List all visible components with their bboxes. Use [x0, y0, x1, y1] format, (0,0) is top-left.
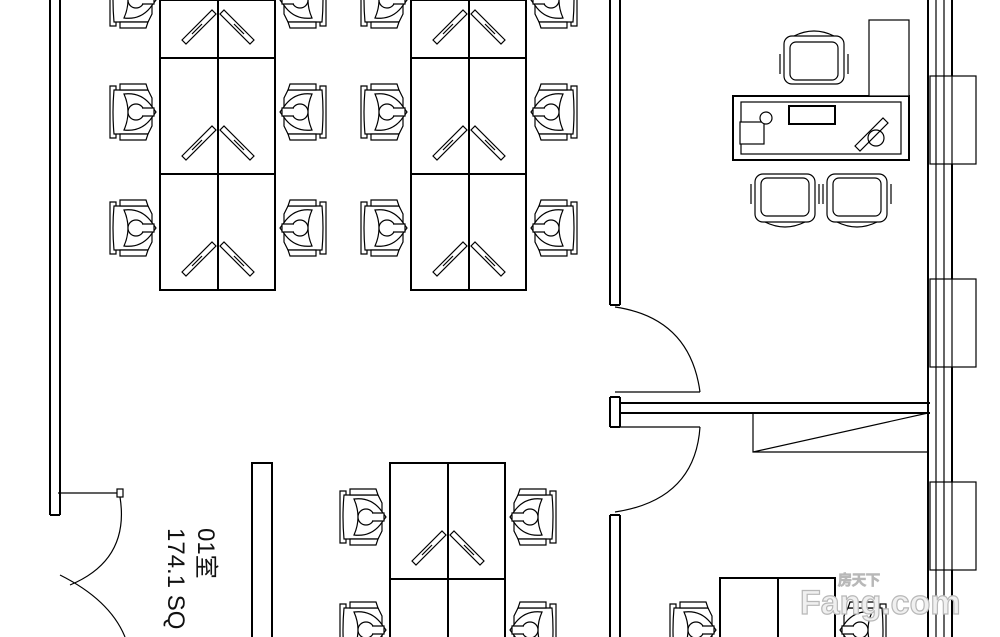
- room-area: 174.1 SQ: [162, 528, 189, 629]
- workstation-cluster-b: [360, 0, 578, 291]
- watermark-brand: Fang.com: [800, 584, 961, 622]
- meeting-door: [614, 426, 701, 513]
- side-cabinet: [868, 19, 910, 97]
- partition-wall-vertical: [609, 0, 621, 637]
- watermark-brand-cn: 房天下: [838, 572, 880, 588]
- room-name: 01室: [192, 528, 219, 579]
- reception-counter: [251, 462, 273, 637]
- manager-desk: [732, 95, 910, 161]
- guest-chairs: [750, 173, 892, 228]
- entrance-door: [58, 488, 126, 637]
- window-frame: [929, 75, 977, 571]
- workstation-cluster-c: [339, 462, 557, 637]
- room-label: 01室 174.1 SQ: [162, 528, 219, 629]
- office-door: [614, 306, 701, 393]
- workstation-cluster-a: [109, 0, 327, 291]
- left-wall: [49, 0, 61, 516]
- brand-watermark: Fang.com 房天下: [799, 572, 961, 623]
- manager-chair: [779, 30, 849, 85]
- workstation-cluster-d: [669, 577, 887, 637]
